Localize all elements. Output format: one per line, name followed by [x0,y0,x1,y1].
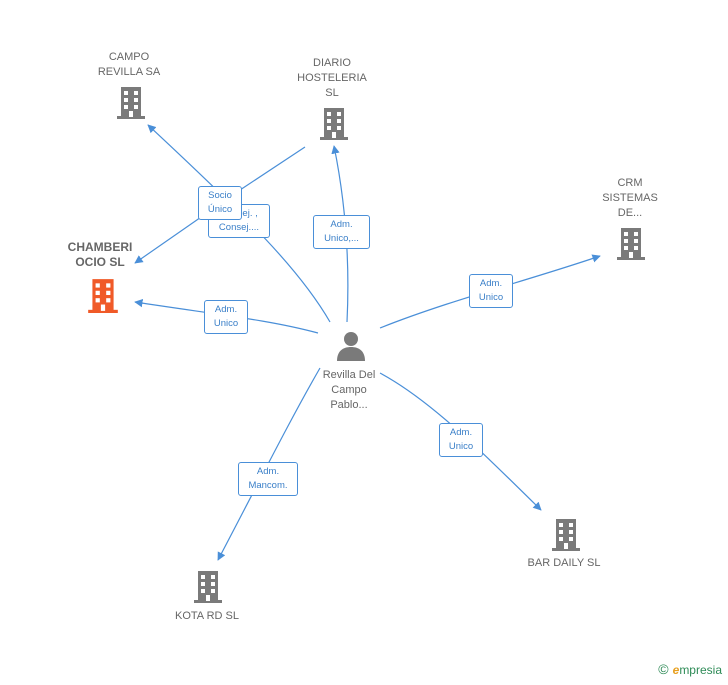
copyright-icon: © [658,661,669,677]
edge-to-kota [217,367,321,561]
node-label-person[interactable]: Revilla Del Campo Pablo... [322,369,376,411]
bar-daily-building-icon[interactable] [550,517,582,551]
node-label-diario-hosteleria[interactable]: DIARIO HOSTELERIA SL [297,57,367,99]
kota-rd-building-icon[interactable] [192,569,224,603]
node-label-bar-daily[interactable]: BAR DAILY SL [527,557,601,569]
edge-label-adm-unico-crm[interactable]: Adm. Unico [469,274,513,308]
brand-name: mpresia [679,663,722,677]
chamberi-ocio-building-icon[interactable] [86,277,120,313]
node-label-campo-revilla[interactable]: CAMPO REVILLA SA [97,51,161,78]
node-label-kota-rd[interactable]: KOTA RD SL [175,610,239,622]
empresia-brand: ©empresia [658,661,722,677]
diario-hosteleria-building-icon[interactable] [318,106,350,140]
edge-label-adm-unico-chamberi[interactable]: Adm. Unico [204,300,248,334]
edge-label-adm-mancom[interactable]: Adm. Mancom. [238,462,298,496]
edge-label-socio-unico[interactable]: Socio Único [198,186,242,220]
brand-initial: e [672,663,680,677]
crm-sistemas-building-icon[interactable] [615,226,647,260]
edge-label-adm-unico-bar[interactable]: Adm. Unico [439,423,483,457]
node-label-crm-sistemas[interactable]: CRM SISTEMAS DE... [602,177,658,219]
person-icon[interactable] [336,330,366,362]
node-label-chamberi-ocio[interactable]: CHAMBERI OCIO SL [67,240,133,269]
campo-revilla-building-icon[interactable] [115,85,147,119]
edge-to-campo-revilla [147,124,331,323]
edge-label-adm-unico-diario[interactable]: Adm. Unico,... [313,215,370,249]
